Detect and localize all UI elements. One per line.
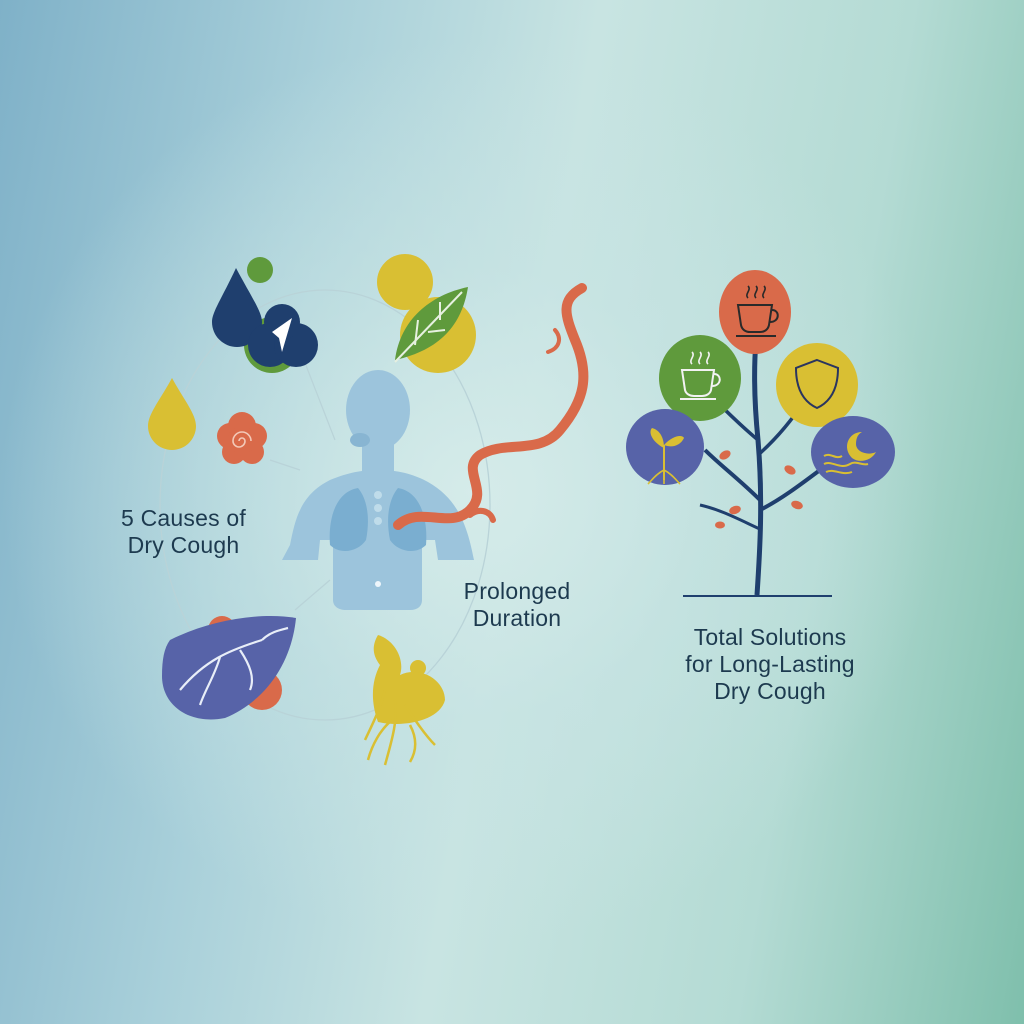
causes-ring <box>159 289 491 721</box>
smoke-wisp <box>546 328 562 354</box>
cough-smoke-wave <box>393 283 589 530</box>
smoke-wisp <box>467 507 496 523</box>
water-drops-icon <box>212 257 318 373</box>
rose-icon <box>217 412 267 464</box>
solutions-label: Total Solutions for Long-Lasting Dry Cou… <box>660 624 880 705</box>
connector-line <box>294 579 331 611</box>
solution-tree <box>683 339 832 597</box>
human-body-figure <box>282 370 474 610</box>
tea-cup-icon <box>719 270 791 354</box>
connector-line <box>299 349 336 441</box>
root-icon <box>363 635 445 766</box>
solutions-label-line3: Dry Cough <box>714 678 826 704</box>
connector-line <box>269 459 301 471</box>
duration-label-line2: Duration <box>472 605 562 631</box>
hot-drink-icon <box>659 335 741 421</box>
yellow-drop-icon <box>148 378 196 450</box>
duration-label: Prolonged Duration <box>447 578 587 632</box>
causes-label: 5 Causes of Dry Cough <box>96 505 271 559</box>
sprout-icon <box>626 409 704 485</box>
leaf-icon <box>377 254 476 373</box>
liver-icon <box>162 616 296 720</box>
duration-label-line1: Prolonged <box>463 578 571 604</box>
shield-icon <box>776 343 858 427</box>
causes-label-line1: 5 Causes of <box>121 505 246 531</box>
solutions-label-line2: for Long-Lasting <box>685 651 855 677</box>
causes-label-line2: Dry Cough <box>127 532 240 558</box>
solutions-label-line1: Total Solutions <box>693 624 847 650</box>
moon-waves-icon <box>811 416 895 488</box>
